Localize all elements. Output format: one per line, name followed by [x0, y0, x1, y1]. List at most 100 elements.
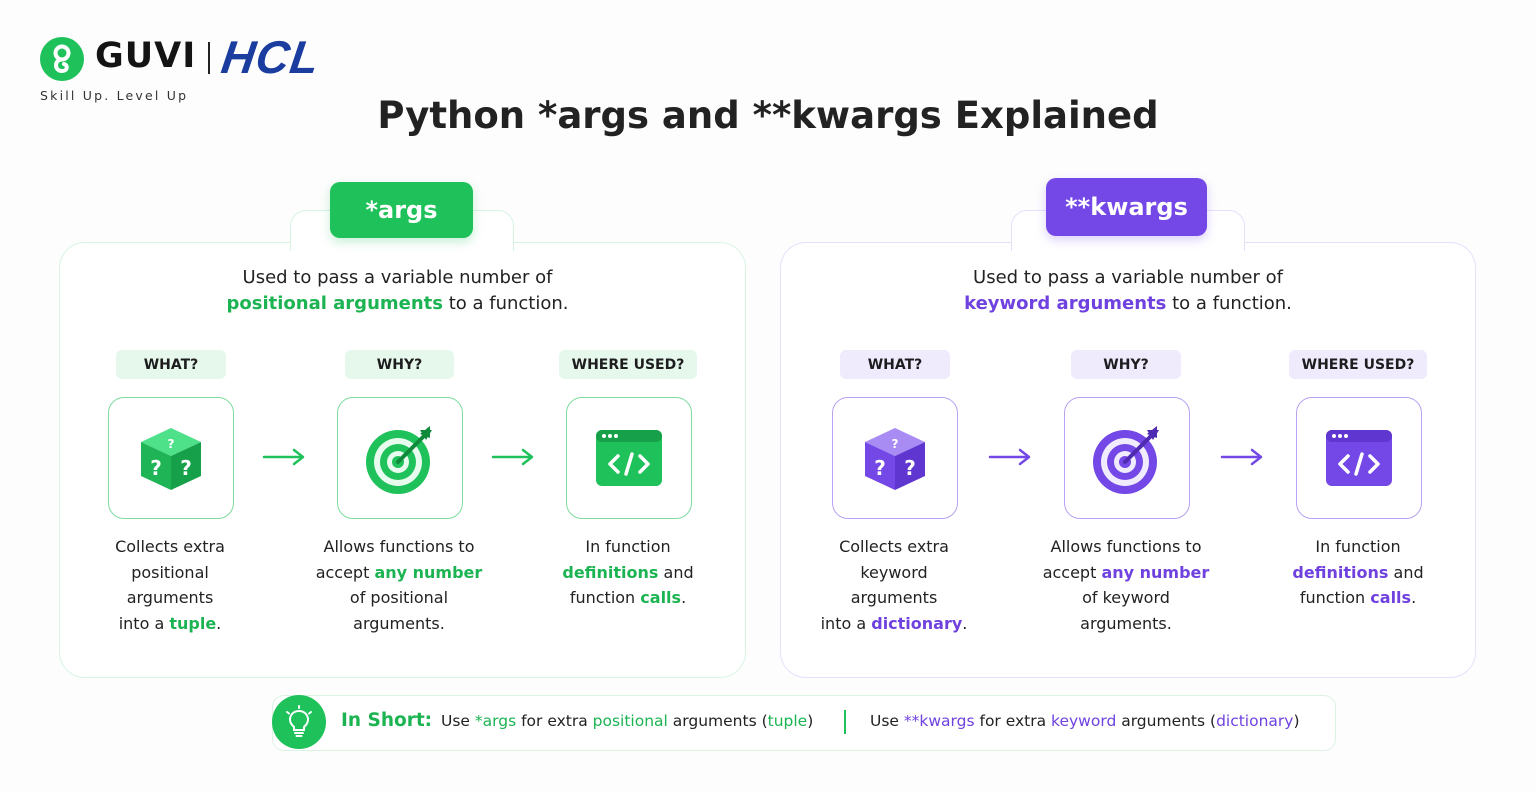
sum-type: tuple: [767, 712, 808, 730]
summary-args: Use *args for extra positional arguments…: [441, 712, 813, 730]
args-what-card: ? ? ?: [108, 397, 234, 519]
guvi-logo-icon: [40, 37, 84, 81]
args-intro: Used to pass a variable number of positi…: [140, 265, 655, 317]
sum-keyword: **kwargs: [903, 712, 975, 730]
arrow-right-icon: [262, 448, 305, 466]
kwargs-why-card: [1064, 397, 1190, 519]
desc-line: Collects extra: [839, 537, 949, 556]
desc-line: arguments: [850, 588, 938, 607]
kwargs-why-desc: Allows functions to accept any number of…: [1031, 534, 1221, 636]
desc-line: arguments.: [353, 613, 445, 633]
args-intro-highlight: positional arguments: [226, 293, 443, 314]
sum-text: for extra: [974, 712, 1052, 730]
kwargs-what-card: ? ? ?: [832, 397, 958, 519]
brand-divider: [208, 42, 210, 74]
kwargs-tab: **kwargs: [1046, 178, 1207, 236]
kwargs-intro: Used to pass a variable number of keywor…: [868, 265, 1388, 317]
args-where-card: [566, 397, 692, 519]
desc-line: function calls.: [533, 585, 723, 611]
kwargs-where-desc: In function definitions and function cal…: [1263, 534, 1453, 611]
arrow-right-icon: [1220, 448, 1263, 466]
sum-text: ): [807, 712, 814, 730]
desc-line: Allows functions to: [1050, 537, 1202, 556]
target-icon: [366, 426, 432, 494]
args-intro-line2: positional arguments to a function.: [140, 291, 655, 317]
desc-text: function: [1299, 588, 1371, 607]
sum-text: for extra: [516, 712, 593, 730]
kwargs-intro-highlight: keyword arguments: [964, 293, 1167, 314]
desc-line: into a dictionary.: [799, 611, 989, 637]
desc-line: keyword: [860, 562, 928, 582]
desc-line: positional: [131, 562, 209, 582]
desc-line: Collects extra: [115, 537, 225, 556]
desc-highlight: calls: [1370, 588, 1412, 607]
desc-highlight: definitions: [562, 562, 659, 582]
desc-text: accept: [1042, 562, 1102, 582]
desc-text: and: [658, 562, 694, 582]
brand-name: GUVI: [95, 36, 197, 76]
question-cube-icon: ? ? ?: [141, 428, 201, 490]
desc-line: arguments: [126, 588, 214, 607]
desc-text: accept: [315, 562, 375, 582]
kwargs-intro-line2: keyword arguments to a function.: [868, 291, 1388, 317]
desc-highlight: definitions: [1292, 562, 1389, 582]
args-tab: *args: [330, 182, 473, 238]
summary-divider: [844, 710, 846, 734]
desc-line: of keyword: [1082, 588, 1170, 607]
desc-text: .: [681, 588, 687, 607]
kwargs-what-desc: Collects extra keyword arguments into a …: [799, 534, 989, 636]
arrow-right-icon: [988, 448, 1031, 466]
args-label-what: WHAT?: [116, 350, 226, 379]
arrow-right-icon: [491, 448, 534, 466]
summary-bar: [272, 695, 1336, 751]
desc-text: .: [1411, 588, 1417, 607]
sum-type: dictionary: [1216, 712, 1294, 730]
desc-line: In function: [1315, 537, 1401, 556]
desc-line: of positional: [349, 588, 449, 607]
question-cube-icon: ? ? ?: [865, 428, 925, 490]
desc-highlight: tuple: [169, 613, 217, 633]
desc-line: function calls.: [1263, 585, 1453, 611]
code-window-icon: [1326, 430, 1392, 486]
kwargs-label-where: WHERE USED?: [1289, 350, 1427, 379]
args-intro-rest: to a function.: [442, 293, 569, 314]
sum-highlight: keyword: [1051, 712, 1117, 730]
kwargs-label-what: WHAT?: [840, 350, 950, 379]
desc-text: into a: [118, 613, 170, 633]
sum-text: arguments (: [1116, 712, 1217, 730]
args-label-why: WHY?: [345, 350, 454, 379]
kwargs-label-why: WHY?: [1071, 350, 1181, 379]
kwargs-where-card: [1296, 397, 1422, 519]
sum-highlight: positional: [592, 712, 668, 730]
svg-text:?: ?: [874, 456, 886, 480]
svg-text:?: ?: [892, 437, 899, 451]
svg-text:?: ?: [904, 456, 916, 480]
desc-highlight: calls: [640, 588, 682, 607]
args-what-desc: Collects extra positional arguments into…: [75, 534, 265, 636]
desc-line: definitions and: [533, 560, 723, 586]
brand-tagline: Skill Up. Level Up: [40, 88, 189, 103]
svg-text:?: ?: [168, 437, 175, 451]
code-window-icon: [596, 430, 662, 486]
summary-label: In Short:: [341, 710, 433, 731]
sum-text: arguments (: [667, 712, 768, 730]
summary-kwargs: Use **kwargs for extra keyword arguments…: [870, 712, 1300, 730]
desc-line: accept any number: [304, 560, 494, 586]
args-why-desc: Allows functions to accept any number of…: [304, 534, 494, 636]
desc-highlight: any number: [1101, 562, 1210, 582]
desc-text: and: [1388, 562, 1424, 582]
desc-text: .: [962, 613, 968, 633]
sum-text: Use: [870, 712, 904, 730]
kwargs-intro-line1: Used to pass a variable number of: [973, 267, 1283, 288]
desc-text: function: [569, 588, 641, 607]
args-intro-line1: Used to pass a variable number of: [242, 267, 553, 288]
desc-line: In function: [585, 537, 671, 556]
kwargs-intro-rest: to a function.: [1166, 293, 1292, 314]
page-title: Python *args and **kwargs Explained: [377, 94, 1159, 137]
svg-text:?: ?: [150, 456, 162, 480]
partner-logo: HCL: [218, 31, 324, 83]
args-label-where: WHERE USED?: [559, 350, 697, 379]
lightbulb-icon: [272, 695, 326, 749]
desc-line: definitions and: [1263, 560, 1453, 586]
desc-text: .: [216, 613, 222, 633]
